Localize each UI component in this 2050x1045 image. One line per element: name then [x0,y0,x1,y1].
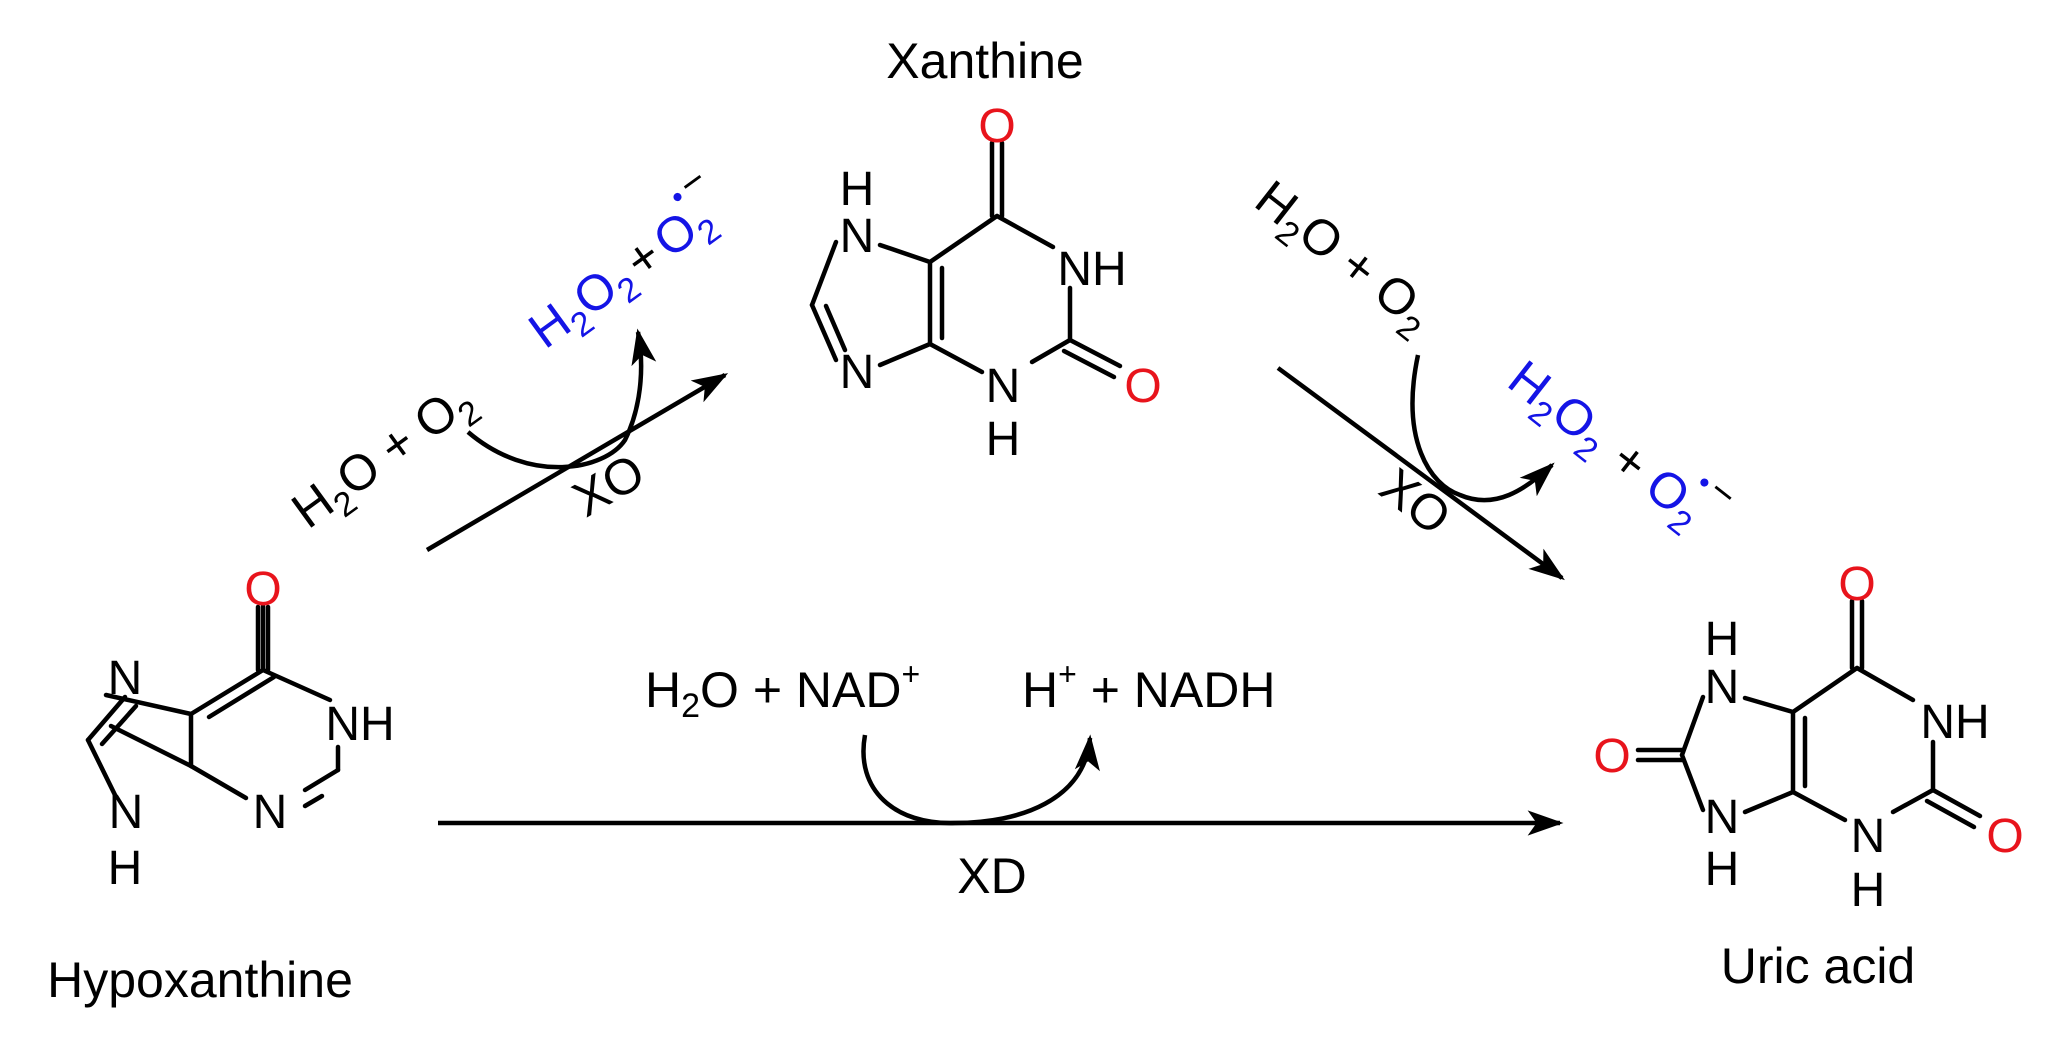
uric-atom-nh1: NH [1920,696,1989,749]
arrow-xanthine-to-uric [1276,366,1565,581]
enzyme-xo-1: XO [563,443,654,528]
reagent-h2o-nad: H2O + NAD+ [645,656,920,725]
xan-atom-n7: N [840,210,875,263]
uric-atom-o6: O [1838,558,1875,611]
xan-atom-h3: H [986,413,1021,466]
xan-atom-o2: O [1124,360,1161,413]
xan-atom-h7: H [840,163,875,216]
uric-atom-h9: H [1705,843,1740,896]
xanthine-structure: O H N NH N N H O [809,100,1162,466]
reagent-h2o-o2-right: H2O + O2 [1240,170,1444,350]
enzyme-xo-2: XO [1370,457,1461,546]
hypoxanthine-structure: O N NH N H N [85,563,395,895]
xan-atom-n3: N [986,360,1021,413]
xan-atom-n9: N [840,346,875,399]
reagent-h-nadh: H+ + NADH [1022,656,1275,718]
label-uric-acid: Uric acid [1721,938,1915,994]
hypo-atom-n3: N [253,786,288,839]
reagent-h2o-o2-left: H2O + O2 [282,371,489,546]
hypo-atom-n7: N [108,652,143,705]
uric-atom-o2: O [1986,810,2023,863]
label-hypoxanthine: Hypoxanthine [47,952,353,1008]
enzyme-xd: XD [957,848,1026,904]
reagent-h2o2-superoxide-right: H2O2+O2•− [1493,329,1746,554]
uric-atom-n7: N [1705,661,1740,714]
xan-atom-o6: O [978,100,1015,153]
uric-atom-h3: H [1851,864,1886,917]
arrow-xanthine-uric-side [1410,354,1555,503]
hypo-atom-o: O [244,563,281,616]
uric-atom-n3: N [1851,810,1886,863]
hypo-atom-nh1: NH [325,698,394,751]
uric-atom-o8: O [1593,730,1630,783]
arrow-xd-side [861,734,1100,826]
uric-atom-h7: H [1705,613,1740,666]
arrow-hypo-xanthine-side [466,328,657,470]
hypo-atom-h9: H [108,842,143,895]
xan-atom-nh1: NH [1057,243,1126,296]
uric-atom-n9: N [1705,791,1740,844]
reagent-h2o2-superoxide-left: H2O2+O2•− [503,158,742,367]
uric-acid-structure: O H N NH O N H N H O [1593,558,2023,917]
arrow-hypo-to-xanthine [425,373,729,552]
label-xanthine: Xanthine [886,33,1083,89]
hypo-atom-n9: N [109,786,144,839]
